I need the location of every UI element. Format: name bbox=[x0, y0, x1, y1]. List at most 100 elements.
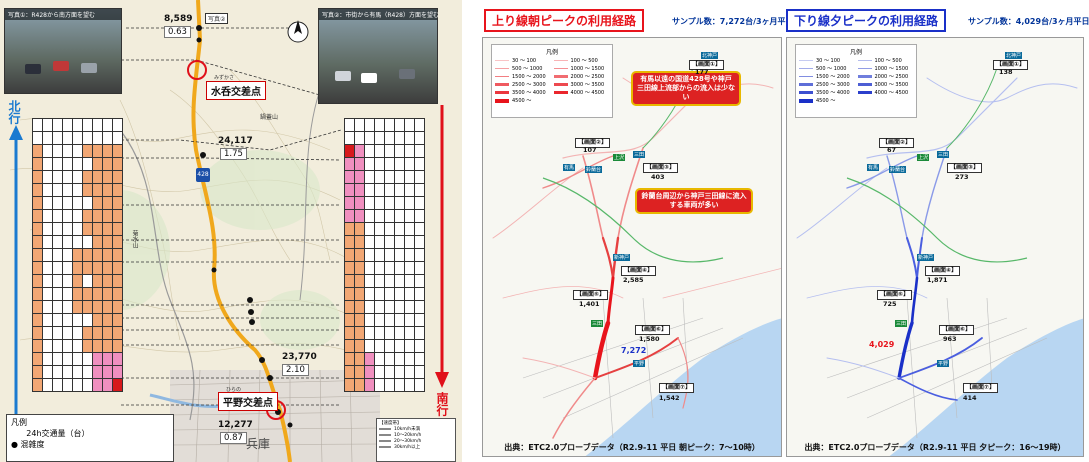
junction-label: 【画面④】 bbox=[925, 266, 961, 276]
legend-swatch bbox=[379, 433, 391, 436]
legend-line bbox=[553, 75, 568, 78]
legend-line bbox=[553, 67, 568, 70]
legend-line bbox=[857, 83, 872, 86]
junction-label: 【画面⑦】 bbox=[963, 383, 999, 393]
legend-line bbox=[495, 98, 509, 103]
car-shape bbox=[25, 64, 41, 74]
road-sign: 北神戸 bbox=[1005, 52, 1023, 59]
legend-line bbox=[495, 67, 509, 70]
legend-line bbox=[495, 75, 509, 78]
legend-line bbox=[799, 90, 813, 95]
count-congestion: 2.10 bbox=[282, 364, 309, 376]
route-count: 414 bbox=[963, 394, 977, 402]
legend-line-label: 4000 ～ 4500 bbox=[874, 90, 909, 96]
legend-line bbox=[799, 98, 813, 103]
road-sign: 鈴蘭台 bbox=[585, 166, 603, 173]
road-sign: 北神戸 bbox=[701, 52, 719, 59]
road-sign: 上沢 bbox=[917, 154, 930, 161]
route-legend-item: 30 ～ 100 bbox=[495, 57, 551, 64]
route-count: 725 bbox=[883, 300, 897, 308]
route-count: 1,401 bbox=[579, 300, 600, 308]
legend-line bbox=[553, 83, 568, 86]
legend-line bbox=[799, 83, 813, 86]
legend-line bbox=[495, 60, 509, 61]
legend-line bbox=[799, 67, 813, 70]
legend-line bbox=[799, 60, 813, 61]
route-count: 963 bbox=[943, 335, 957, 343]
legend-line bbox=[857, 90, 872, 95]
route-count: 177 bbox=[695, 68, 709, 76]
route-legend-item: 1500 ～ 2000 bbox=[495, 73, 551, 80]
route-legend-item: 1000 ～ 1500 bbox=[857, 65, 914, 72]
legend-line-label: 2500 ～ 3000 bbox=[512, 82, 546, 88]
down-panel-source: 出典：ETC2.0プローブデータ（R2.9-11 平日 夕ピーク：16～19時） bbox=[804, 443, 1066, 452]
road-sign: 平野 bbox=[633, 360, 646, 367]
car-shape bbox=[53, 61, 69, 71]
down-panel-title: 下り線夕ピークの利用経路 bbox=[786, 9, 947, 32]
junction-label: 【画面⑦】 bbox=[659, 383, 695, 393]
legend-title: 凡例 bbox=[11, 418, 27, 427]
legend-swatch bbox=[379, 427, 391, 430]
junction-label: 【画面⑥】 bbox=[635, 325, 671, 335]
junction-label: 【画面③】 bbox=[947, 163, 983, 173]
road-sign: 平野 bbox=[937, 360, 950, 367]
legend-line bbox=[553, 90, 568, 95]
legend-line-label: 3500 ～ 4000 bbox=[816, 90, 850, 96]
legend-line-label: 4500 ～ bbox=[512, 98, 532, 104]
route-count-total: 7,272 bbox=[621, 346, 647, 355]
route-count: 138 bbox=[999, 68, 1013, 76]
photo-1-caption: 写真①：R428から南方面を望む bbox=[5, 9, 121, 20]
junction-bottom-name: 平野交差点 bbox=[218, 392, 278, 411]
route-legend-item: 2500 ～ 3000 bbox=[799, 81, 855, 88]
route-legend-item: 500 ～ 1000 bbox=[799, 65, 855, 72]
route-legend-item: 4500 ～ bbox=[495, 97, 551, 104]
bullet-icon: ● bbox=[11, 440, 18, 449]
legend-line-label: 500 ～ 1000 bbox=[512, 66, 543, 72]
legend-swatch-label: 10km/h未満 bbox=[394, 427, 421, 432]
legend-swatch bbox=[379, 439, 391, 442]
junction-label: 【画面⑤】 bbox=[877, 290, 913, 300]
count-congestion: 0.63 bbox=[164, 26, 191, 38]
left-legend: 凡例 24h交通量（台） ● 混雑度 bbox=[6, 414, 174, 462]
legend-congestion-label: 混雑度 bbox=[20, 440, 45, 449]
junction-label: 【画面⑤】 bbox=[573, 290, 609, 300]
route-legend-item: 1500 ～ 2000 bbox=[799, 73, 855, 80]
legend-line-label: 100 ～ 500 bbox=[874, 58, 902, 64]
legend-swatch bbox=[379, 445, 391, 448]
speed-legend-item: 30km/h以上 bbox=[379, 445, 453, 451]
road-sign: 三田 bbox=[895, 320, 908, 327]
legend-volume-label: 24h交通量（台） bbox=[26, 429, 90, 438]
junction-top-ruby: みずかさ bbox=[214, 75, 235, 81]
junction-label: 【画面②】 bbox=[879, 138, 915, 148]
route-count: 1,580 bbox=[639, 335, 660, 343]
junction-bottom-ruby: ひらの bbox=[226, 387, 242, 393]
south-direction-label: 南行 bbox=[435, 392, 449, 416]
photo-2-tag: 写真② bbox=[205, 13, 229, 24]
legend-line-label: 1000 ～ 1500 bbox=[874, 66, 909, 72]
legend-line-label: 3000 ～ 3500 bbox=[874, 82, 909, 88]
route-count: 273 bbox=[955, 173, 969, 181]
up-panel-title: 上り線朝ピークの利用経路 bbox=[484, 9, 645, 32]
legend-line-label: 2500 ～ 3000 bbox=[816, 82, 850, 88]
legend-volume-row: 24h交通量（台） bbox=[11, 428, 169, 439]
mountain-label: 菊水山 bbox=[131, 230, 138, 248]
legend-line bbox=[799, 75, 813, 78]
route-count: 67 bbox=[887, 146, 897, 154]
south-speed-table bbox=[344, 118, 425, 392]
legend-line-label: 3500 ～ 4000 bbox=[512, 90, 546, 96]
count-congestion: 1.75 bbox=[220, 148, 247, 160]
photo-2-caption: 写真②：市街から有馬（R428）方面を望む bbox=[319, 9, 439, 20]
speed-legend-title: 【速度帯】 bbox=[379, 421, 402, 426]
mountain-label: 鍋蓋山 bbox=[260, 114, 279, 121]
road-sign: 上沢 bbox=[613, 154, 626, 161]
road-sign: 有馬 bbox=[867, 164, 880, 171]
route-legend-item: 500 ～ 1000 bbox=[495, 65, 551, 72]
count-volume: 23,770 bbox=[282, 352, 317, 362]
route-legend-item: 1000 ～ 1500 bbox=[553, 65, 610, 72]
route-count: 2,585 bbox=[623, 276, 644, 284]
